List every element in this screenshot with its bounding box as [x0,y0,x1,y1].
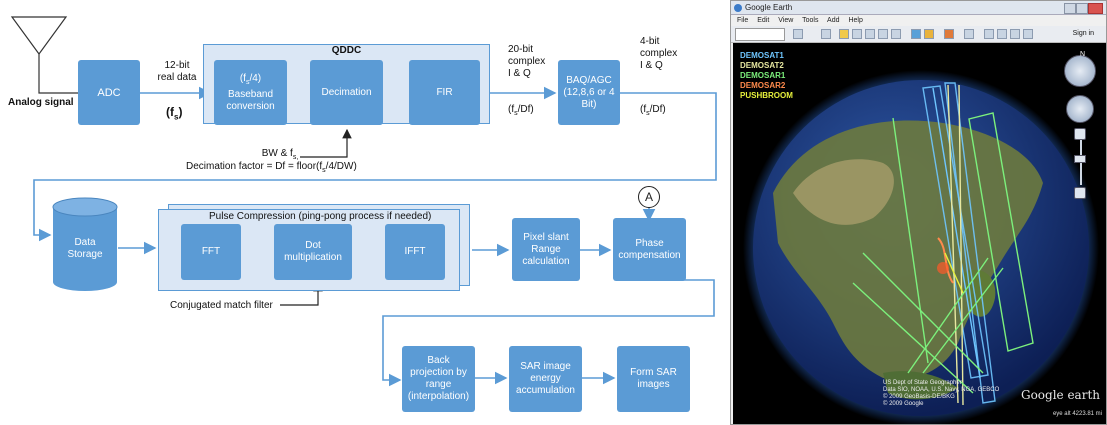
path-icon[interactable] [865,29,875,39]
legend-demosar2[interactable]: DEMOSAR2 [740,81,786,90]
sunlight-icon[interactable] [924,29,934,39]
menu-file[interactable]: File [737,17,749,24]
fir-label: FIR [436,86,453,98]
maps-icon[interactable] [1010,29,1020,39]
layers-icon[interactable] [1023,29,1033,39]
marker-a: A [638,186,660,208]
save-image-icon[interactable] [997,29,1007,39]
ifft-label: IFFT [404,246,426,257]
tour-icon[interactable] [891,29,901,39]
adc-block: ADC [78,60,140,125]
placemark-icon[interactable] [839,29,849,39]
look-joystick[interactable] [1064,55,1096,87]
legend-demosat1[interactable]: DEMOSAT1 [740,51,784,60]
baq-output-rate: (fs/Df) [640,104,666,117]
legend-demosat2[interactable]: DEMOSAT2 [740,61,784,70]
app-icon [734,4,742,12]
fft-block: FFT [181,224,241,280]
search-input[interactable] [735,28,785,41]
fir-output-rate: (fs/Df) [508,104,534,117]
sidebar-toggle-icon[interactable] [821,29,831,39]
sign-in-link[interactable]: Sign in [1072,30,1094,37]
imagery-credits: US Dept of State Geographer Data SIO, NO… [883,380,1000,407]
window-title: Google Earth [745,3,793,12]
bw-label: BW & fs, [261,148,299,161]
menu-tools[interactable]: Tools [802,17,819,24]
pulse-compression-title: Pulse Compression (ping-pong process if … [209,211,432,222]
sky-icon[interactable] [911,29,921,39]
ifft-block: IFFT [385,224,445,280]
sar-processing-diagram: Analog signal ADC 12-bit real data (fs) … [8,16,717,412]
decimation-factor-label: Decimation factor = Df = floor(fs/4/DW) [186,161,357,174]
move-joystick[interactable] [1066,95,1094,123]
southeast-asia-landmass [883,371,958,400]
legend-pushbroom[interactable]: PUSHBROOM [740,91,793,100]
globe-render [743,70,1099,424]
menu-help[interactable]: Help [848,17,863,24]
analog-signal-label: Analog signal [8,97,74,108]
window-titlebar: Google Earth [731,1,1106,15]
overlay-icon[interactable] [878,29,888,39]
sampling-rate-label: (fs) [166,105,183,122]
fft-label: FFT [201,246,221,257]
match-filter-label: Conjugated match filter [170,300,273,311]
qddc-title: QDDC [331,45,362,56]
desert-region [793,159,894,225]
minimize-button[interactable] [1064,3,1076,14]
eye-altitude: eye alt 4223.81 mi [1052,411,1102,417]
google-earth-logo: Google earth [1020,388,1100,402]
fir-block: FIR [409,60,480,125]
zoom-out-button[interactable] [1074,187,1086,199]
zoom-in-button[interactable] [1074,128,1086,140]
earth-3d-view[interactable]: DEMOSAT1 DEMOSAT2 DEMOSAR1 DEMOSAR2 PUSH… [733,43,1106,424]
decimation-label: Decimation [321,86,372,98]
close-button[interactable] [1088,3,1103,14]
connector-arrows [10,16,717,387]
decimation-block: Decimation [310,60,383,125]
email-icon[interactable] [964,29,974,39]
adc-output-bits: 12-bit [164,60,190,71]
ruler-icon[interactable] [944,29,954,39]
maximize-button[interactable] [1076,3,1088,14]
menu-add[interactable]: Add [827,17,840,24]
antenna-icon [10,16,80,94]
compass-n-icon: N [1079,51,1085,58]
menu-edit[interactable]: Edit [757,17,770,24]
print-icon[interactable] [984,29,994,39]
menu-bar: File Edit View Tools Add Help [731,15,1106,26]
menu-view[interactable]: View [778,17,794,24]
search-icon[interactable] [793,29,803,39]
data-storage-cylinder [52,197,118,291]
google-earth-window: Google Earth File Edit View Tools Add He… [730,0,1107,425]
adc-label: ADC [97,86,121,99]
legend-demosar1[interactable]: DEMOSAR1 [740,71,786,80]
adc-output-label: 12-bit real data [152,60,202,84]
zoom-slider-handle[interactable] [1074,155,1086,163]
toolbar: Sign in [731,26,1106,43]
adc-output-type: real data [157,72,197,83]
polygon-icon[interactable] [852,29,862,39]
